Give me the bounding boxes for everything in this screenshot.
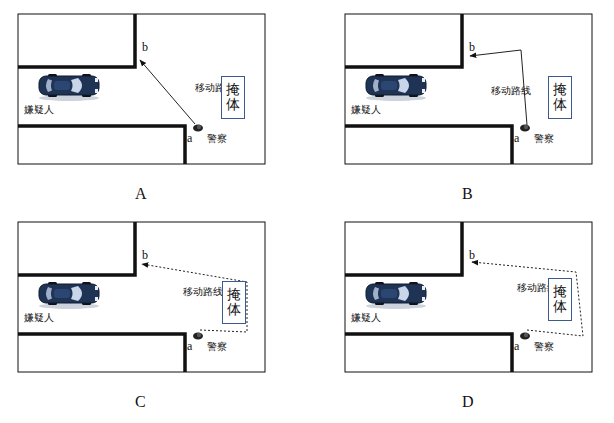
point-label: a — [187, 132, 192, 145]
panel-frame — [18, 222, 265, 372]
scene-panel — [345, 222, 592, 372]
panel-letter: C — [135, 393, 146, 411]
cover-text: 掩体 — [553, 284, 567, 315]
panel-frame — [345, 222, 592, 372]
cover-box: 掩体 — [222, 281, 246, 324]
police-figure — [193, 333, 203, 340]
scene-panel — [345, 14, 592, 164]
panel-frame — [18, 14, 265, 164]
wall — [18, 334, 185, 372]
wall — [18, 222, 135, 275]
police-label: 警察 — [534, 341, 554, 352]
police-figure — [520, 125, 530, 132]
wall — [345, 126, 512, 164]
car-icon — [39, 282, 99, 309]
suspect-label: 嫌疑人 — [24, 312, 54, 323]
suspect-label: 嫌疑人 — [351, 312, 381, 323]
car-icon — [366, 74, 426, 101]
police-figure — [193, 125, 203, 132]
car-icon — [39, 74, 99, 101]
car-icon — [366, 282, 426, 309]
wall — [345, 14, 462, 67]
point-label: b — [142, 249, 148, 262]
wall — [345, 334, 512, 372]
wall — [345, 222, 462, 275]
cover-text: 掩体 — [227, 287, 241, 318]
police-label: 警察 — [207, 341, 227, 352]
route-line — [140, 60, 195, 124]
point-label: b — [142, 41, 148, 54]
wall — [18, 126, 185, 164]
panel-letter: B — [462, 185, 473, 203]
route-line — [142, 264, 247, 332]
route-label: 移动路线 — [183, 286, 223, 297]
panel-letter: A — [135, 185, 147, 203]
route-line — [472, 262, 583, 336]
panel-frame — [345, 14, 592, 164]
scene-panel — [18, 222, 265, 372]
point-label: b — [469, 249, 475, 262]
point-label: a — [187, 340, 192, 353]
cover-box: 掩体 — [548, 76, 572, 119]
panel-letter: D — [462, 393, 474, 411]
point-label: a — [514, 132, 519, 145]
police-label: 警察 — [207, 133, 227, 144]
cover-text: 掩体 — [226, 82, 240, 113]
cover-box: 掩体 — [548, 278, 572, 321]
cover-box: 掩体 — [221, 76, 245, 119]
route-label: 移动路线 — [491, 85, 531, 96]
cover-text: 掩体 — [553, 82, 567, 113]
suspect-label: 嫌疑人 — [24, 104, 54, 115]
scene-panel — [18, 14, 265, 164]
police-figure — [520, 333, 530, 340]
point-label: b — [469, 41, 475, 54]
wall — [18, 14, 135, 67]
suspect-label: 嫌疑人 — [351, 104, 381, 115]
point-label: a — [514, 340, 519, 353]
police-label: 警察 — [534, 133, 554, 144]
